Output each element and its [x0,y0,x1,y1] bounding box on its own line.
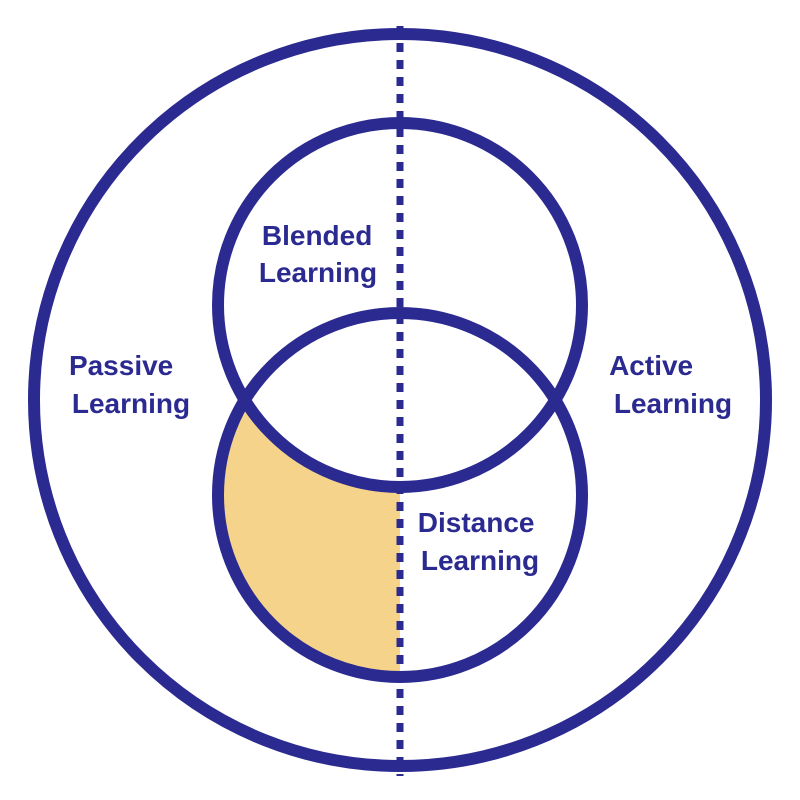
label-passive-learning: Passive Learning [69,350,190,419]
distance-circle [212,307,588,683]
label-active-learning: Active Learning [609,350,732,419]
blended-circle [212,117,588,493]
label-blended-learning: Blended Learning [259,220,380,288]
label-distance-learning: Distance Learning [418,507,543,576]
